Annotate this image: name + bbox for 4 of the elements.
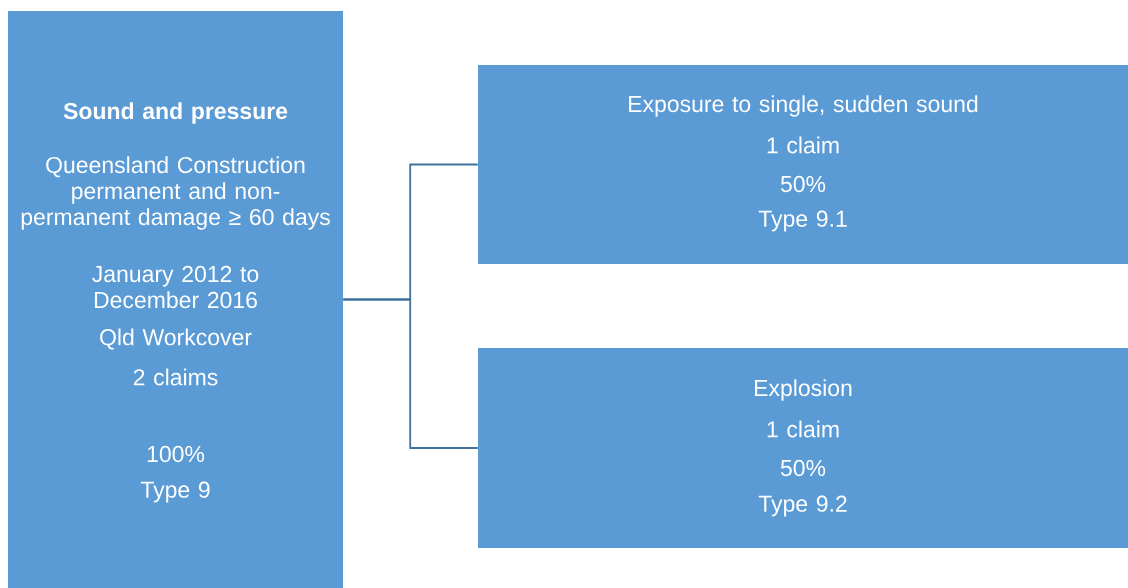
subcategory-box: Exposure to single, sudden sound 1 claim 50% Type 9.1 [478, 65, 1128, 264]
category-box: Sound and pressure Queensland Construction permanent and non-permanent damage ≥ 60 days January 2012 to December 2016 Qld Workcover 2 claims 100% Type 9 [8, 11, 343, 588]
connector-line [342, 298, 479, 449]
subcategory-box: Explosion 1 claim 50% Type 9.2 [478, 348, 1128, 548]
